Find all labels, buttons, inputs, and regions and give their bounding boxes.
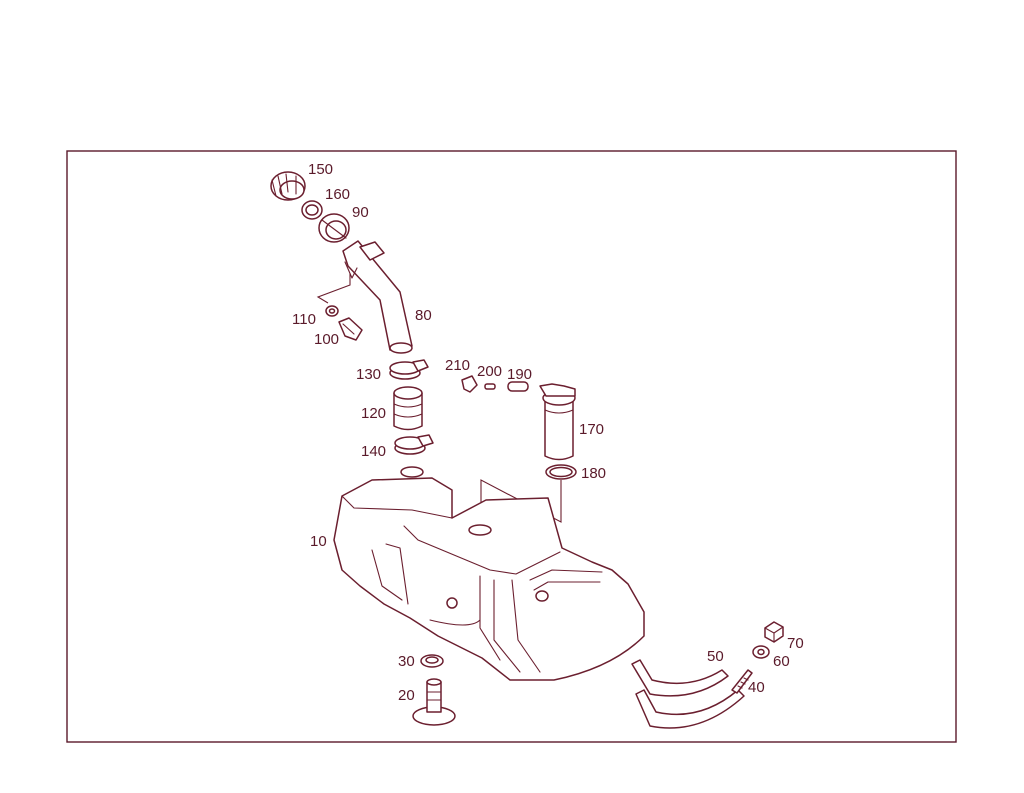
filler-pipe-80[interactable] [342,240,413,354]
tank-strap-50[interactable] [631,659,745,729]
callout-20: 20 [398,687,415,704]
nut-70[interactable] [764,621,784,643]
washer-60[interactable] [752,645,770,659]
callout-170: 170 [579,421,604,438]
callout-60: 60 [773,653,790,670]
hose-120[interactable] [393,386,423,431]
callout-110: 110 [292,311,316,328]
seal-30[interactable] [420,654,444,668]
gasket-90[interactable] [318,213,350,243]
callout-150: 150 [308,161,333,178]
hose-clamp-130[interactable] [389,359,429,380]
drain-plug-20[interactable] [412,678,456,726]
callout-130: 130 [356,366,381,383]
callout-200: 200 [477,363,502,380]
filler-cap-150[interactable] [270,171,306,201]
callout-80: 80 [415,307,432,324]
callout-70: 70 [787,635,804,652]
bolt-40[interactable] [731,669,753,694]
diagram-frame [66,150,957,743]
leader-pipe-bracket [316,273,351,304]
fuel-tank-10[interactable] [333,466,645,681]
callout-180: 180 [581,465,606,482]
bushing-190[interactable] [507,381,529,392]
clip-210[interactable] [461,375,478,393]
hose-clamp-140[interactable] [394,434,434,455]
callout-90: 90 [352,204,369,221]
callout-140: 140 [361,443,386,460]
callout-30: 30 [398,653,415,670]
seal-ring-160[interactable] [301,200,323,220]
washer-110[interactable] [325,305,339,317]
sealing-ring-180[interactable] [545,464,577,480]
bolt-100[interactable] [338,317,363,341]
pin-200[interactable] [484,383,496,390]
callout-50: 50 [707,648,724,665]
fuel-sender-170[interactable] [539,383,576,461]
callout-210: 210 [445,357,470,374]
callout-160: 160 [325,186,350,203]
callout-10: 10 [310,533,327,550]
callout-190: 190 [507,366,532,383]
callout-120: 120 [361,405,386,422]
callout-40: 40 [748,679,765,696]
callout-100: 100 [314,331,339,348]
